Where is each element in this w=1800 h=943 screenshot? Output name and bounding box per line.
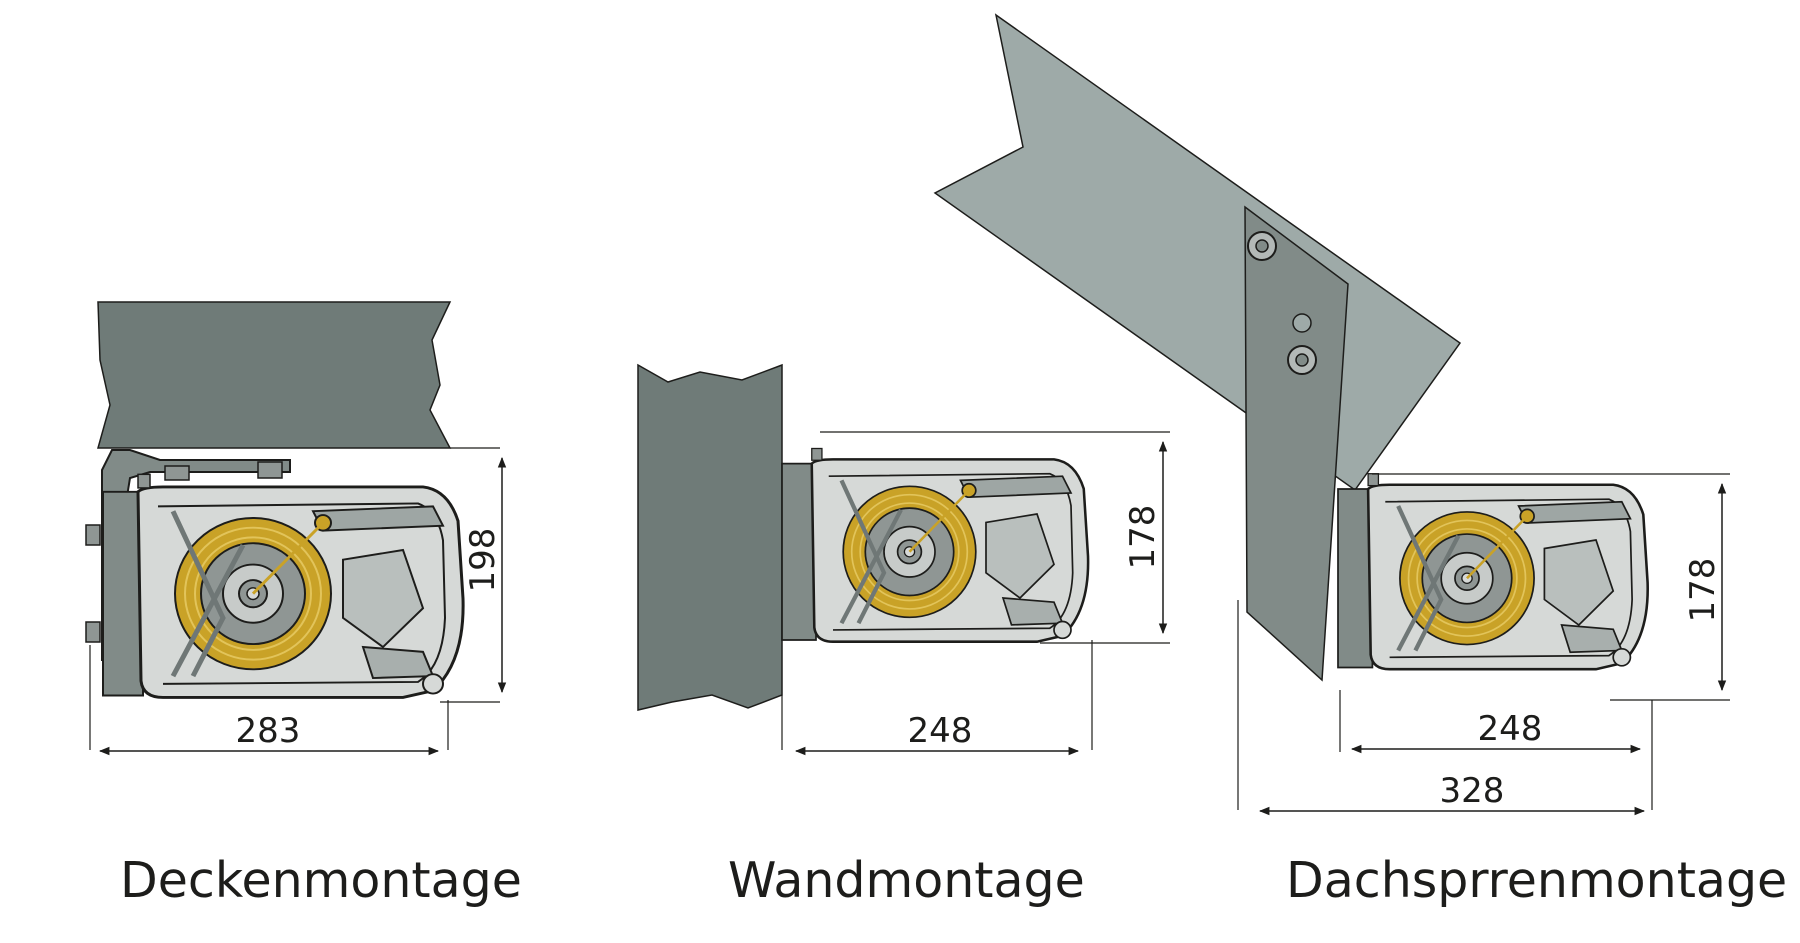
ceiling-slab (97, 301, 452, 449)
rafter-beam (933, 13, 1462, 492)
ceiling-bolt (164, 465, 190, 481)
dim-width-inner-label: 248 (1478, 709, 1543, 749)
rafter-bracket (1244, 205, 1349, 682)
awning-cassette (1338, 474, 1648, 670)
caption-wall-mount: Wandmontage (728, 852, 1085, 909)
ceiling-bolt (257, 461, 283, 479)
wall-section (637, 363, 783, 711)
panel-rafter-mount: 178 248 328 (933, 13, 1730, 816)
awning-cassette (103, 474, 463, 697)
dim-height-label: 178 (1683, 558, 1723, 623)
panel-wall-mount: 178 248 (637, 363, 1170, 756)
dim-height-label: 178 (1123, 505, 1163, 570)
side-bolt (85, 524, 101, 546)
rafter-bolt (1255, 239, 1269, 253)
awning-cassette (782, 448, 1088, 641)
dim-width-label: 248 (908, 711, 973, 751)
side-bolt (85, 621, 101, 643)
caption-rafter-mount: Dachsprrenmontage (1286, 852, 1788, 909)
rafter-bolt (1295, 353, 1309, 367)
dim-height-label: 198 (463, 528, 503, 593)
panel-ceiling-mount: 198 283 (85, 301, 507, 756)
rafter-hole (1292, 313, 1312, 333)
dim-width-label: 283 (236, 711, 301, 751)
dim-width-outer-label: 328 (1440, 771, 1505, 811)
caption-ceiling-mount: Deckenmontage (120, 852, 522, 909)
